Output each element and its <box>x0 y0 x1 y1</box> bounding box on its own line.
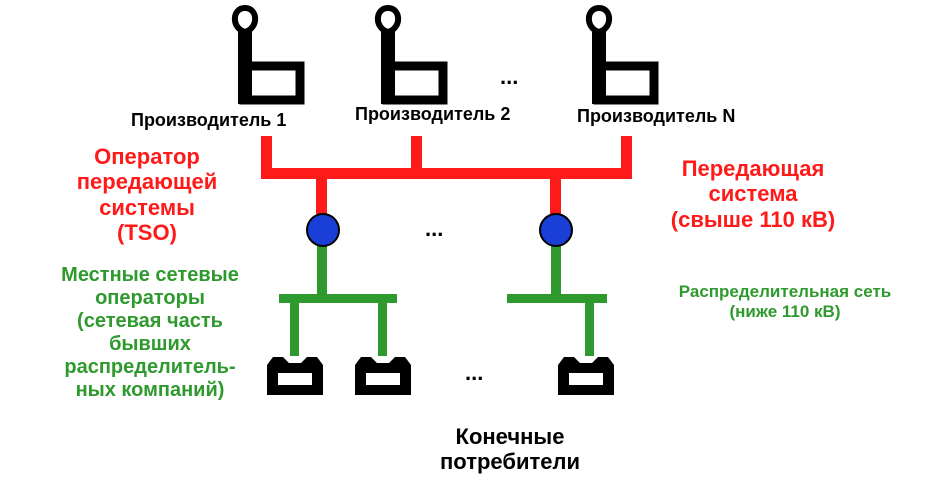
local-operators-label: Местные сетевые операторы (сетевая часть… <box>30 264 270 402</box>
green-stem-2 <box>551 244 561 296</box>
distribution-network-label: Распределительная сеть (ниже 110 кВ) <box>640 282 930 321</box>
transmission-line-2: система <box>708 181 798 207</box>
consumers-line-1: Конечные <box>455 424 565 449</box>
producer-label-1: Производитель 1 <box>131 110 287 130</box>
transmission-network <box>261 136 632 214</box>
transmission-line-3: (свыше 110 кВ) <box>670 206 836 232</box>
tso-line-2: передающей <box>76 169 218 195</box>
local-operators-line-6: ных компаний) <box>75 379 225 401</box>
transmission-line-1: Передающая <box>681 156 825 181</box>
producer-label-n: Производитель N <box>577 106 736 126</box>
substation-node-icon-1 <box>306 213 340 247</box>
generator-icon-2 <box>378 8 443 104</box>
tso-line-3: системы <box>99 194 195 220</box>
red-feeder-1 <box>316 178 327 214</box>
green-drop-1a <box>290 302 299 356</box>
producer-label-2: Производитель 2 <box>355 104 511 124</box>
red-feeder-2 <box>550 178 561 214</box>
red-drop-n <box>621 136 632 174</box>
consumer-icon-1 <box>267 357 323 395</box>
local-operators-line-3: (сетевая часть <box>77 310 223 332</box>
consumer-icon-2 <box>355 357 411 395</box>
tso-line-4: (TSO) <box>117 219 177 245</box>
local-operators-line-2: операторы <box>95 287 205 309</box>
ellipsis-nodes: ... <box>425 216 444 241</box>
local-operators-line-1: Местные сетевые <box>61 264 239 286</box>
transmission-system-label: Передающая система (свыше 110 кВ) <box>648 156 858 232</box>
tso-label: Оператор передающей системы (TSO) <box>52 144 242 245</box>
green-bus-1 <box>279 294 397 303</box>
green-stem-1 <box>317 244 327 296</box>
generator-icon-1 <box>235 8 300 104</box>
ellipsis-producers: ... <box>500 64 519 89</box>
red-drop-2 <box>411 136 422 174</box>
distribution-line-1: Распределительная сеть <box>678 282 892 301</box>
green-drop-1b <box>378 302 387 356</box>
consumers-line-2: потребители <box>440 449 580 475</box>
local-operators-line-4: бывших <box>109 333 191 355</box>
green-bus-2 <box>507 294 607 303</box>
tso-line-1: Оператор <box>94 144 200 169</box>
end-consumers-label: Конечные потребители <box>410 424 610 475</box>
green-drop-2 <box>585 302 594 356</box>
distribution-network <box>279 244 607 356</box>
red-drop-1 <box>261 136 272 174</box>
substation-node-icon-2 <box>539 213 573 247</box>
ellipsis-consumers: ... <box>465 360 484 385</box>
red-busbar <box>261 168 632 179</box>
consumer-icon-3 <box>558 357 614 395</box>
distribution-line-2: (ниже 110 кВ) <box>729 301 841 321</box>
generator-icon-n <box>589 8 654 104</box>
local-operators-line-5: распределитель- <box>64 356 236 378</box>
